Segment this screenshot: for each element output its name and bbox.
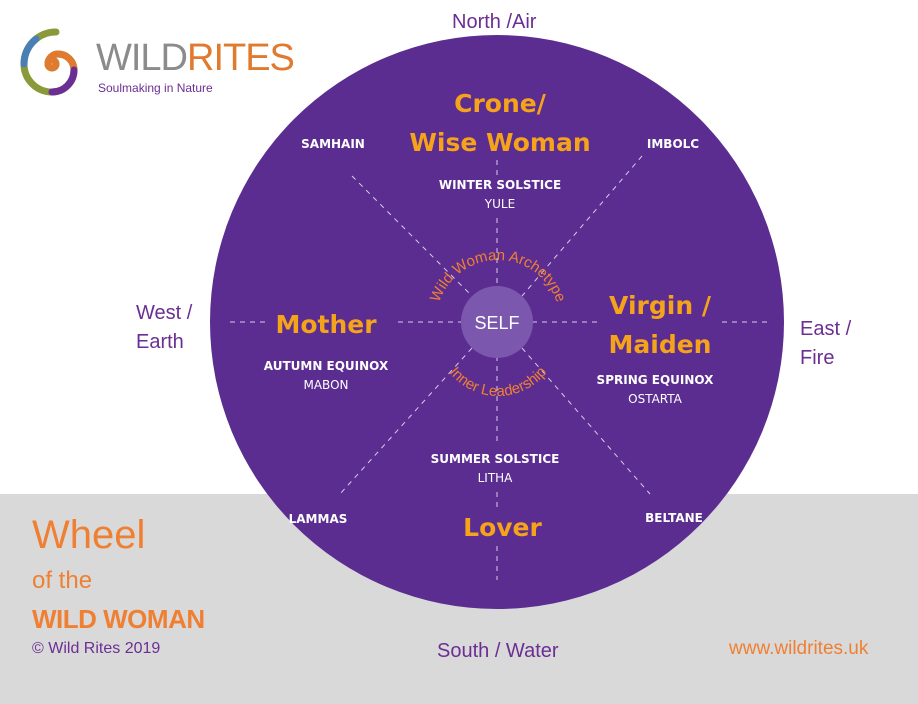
compass-south: South / Water (437, 640, 559, 662)
spoke-northwest (351, 175, 473, 297)
festival-samhain: SAMHAIN (301, 137, 365, 151)
title-wheel: Wheel (32, 513, 146, 557)
self-circle (461, 286, 533, 358)
archetype-mother: Mother (275, 310, 377, 339)
festival-winter-solstice: WINTER SOLSTICE YULE (420, 176, 580, 214)
copyright: © Wild Rites 2019 (32, 640, 161, 657)
compass-west: West / Earth (136, 299, 192, 357)
festival-summer-sub: LITHA (477, 471, 513, 485)
website-link[interactable]: www.wildrites.uk (729, 638, 869, 659)
spoke-northeast (521, 155, 643, 297)
archetype-crone: Crone/ Wise Woman (409, 89, 591, 157)
wheel-spokes (230, 155, 772, 580)
logo-word-wild: WILD (96, 37, 188, 79)
compass-east-text: East / Fire (800, 318, 852, 369)
wildrites-logo[interactable]: WILDRITES Soulmaking in Nature (14, 26, 295, 106)
spoke-southeast (521, 347, 651, 495)
festival-lammas: LAMMAS (288, 512, 348, 526)
festival-autumn-sub: MABON (303, 378, 349, 392)
festival-beltane: BELTANE (645, 511, 703, 525)
festival-autumn-equinox: AUTUMN EQUINOX MABON (246, 357, 406, 395)
logo-wordmark: WILDRITES (96, 37, 295, 79)
archetype-virgin: Virgin / Maiden (608, 291, 712, 359)
festival-summer-solstice: SUMMER SOLSTICE LITHA (415, 450, 575, 488)
archetype-lover: Lover (463, 513, 542, 542)
festival-spring-name: SPRING EQUINOX (596, 373, 714, 387)
festival-imbolc: IMBOLC (646, 137, 700, 151)
compass-north: North /Air (452, 11, 537, 33)
festival-spring-equinox: SPRING EQUINOX OSTARTA (575, 371, 735, 409)
festival-autumn-name: AUTUMN EQUINOX (263, 359, 389, 373)
spiral-logo-icon (20, 28, 78, 96)
festival-spring-sub: OSTARTA (628, 392, 682, 406)
logo-tagline: Soulmaking in Nature (98, 81, 213, 95)
festival-summer-name: SUMMER SOLSTICE (430, 452, 560, 466)
compass-east: East / Fire (800, 315, 851, 373)
festival-winter-sub: YULE (484, 197, 516, 211)
title-of-the: of the (32, 567, 93, 594)
festival-winter-name: WINTER SOLSTICE (438, 178, 562, 192)
spoke-southwest (339, 347, 473, 495)
self-label: SELF (474, 313, 519, 333)
logo-word-rites: RITES (187, 37, 295, 79)
title-wild-woman: WILD WOMAN (32, 604, 205, 634)
compass-west-text: West / Earth (136, 302, 193, 353)
